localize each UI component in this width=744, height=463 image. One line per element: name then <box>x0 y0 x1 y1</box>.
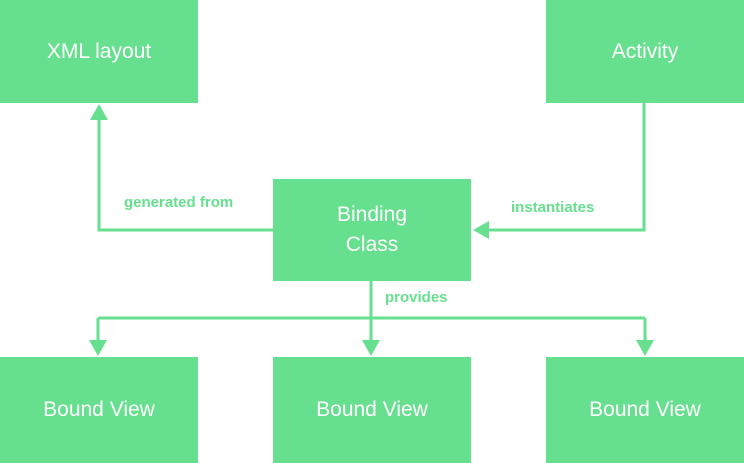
node-bound-view-right-label: Bound View <box>589 398 701 421</box>
node-binding-class-label-line2: Class <box>345 233 399 256</box>
arrowhead-down-center <box>362 340 380 356</box>
edge-instantiates <box>488 103 646 232</box>
arrowhead-down-left <box>89 340 107 356</box>
edge-generated-from <box>97 118 273 232</box>
edge-label-provides: provides <box>385 289 448 306</box>
node-bound-view-right: Bound View <box>546 357 744 463</box>
node-bound-view-center: Bound View <box>273 357 471 463</box>
node-bound-view-center-label: Bound View <box>316 398 428 421</box>
node-binding-class-label-line1: Binding <box>336 203 408 226</box>
arrowhead-down-right <box>636 340 654 356</box>
arrowhead-left-binding <box>473 221 489 239</box>
node-xml-layout: XML layout <box>0 0 198 103</box>
edge-label-generated-from: generated from <box>124 194 234 211</box>
node-activity-label: Activity <box>611 39 679 63</box>
node-xml-layout-label: XML layout <box>46 39 152 63</box>
arrowhead-up-xml <box>90 104 108 120</box>
edge-label-instantiates: instantiates <box>511 199 595 216</box>
node-binding-class: Binding Class <box>273 179 471 281</box>
node-bound-view-left: Bound View <box>0 357 198 463</box>
node-activity: Activity <box>546 0 744 103</box>
node-bound-view-left-label: Bound View <box>43 398 155 421</box>
